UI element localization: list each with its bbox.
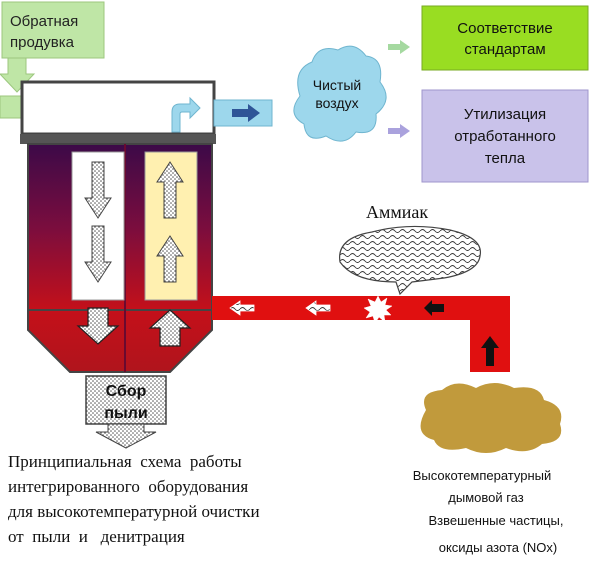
clean-air-cloud bbox=[293, 45, 387, 142]
backwash-label-line2: продувка bbox=[10, 34, 75, 51]
backwash-label-box: Обратная продувка bbox=[1, 1, 105, 59]
duct-left-arrow-3-icon bbox=[229, 300, 255, 316]
diagram-caption: Принципиальная схема работы интегрирован… bbox=[8, 452, 260, 546]
standards-line2: стандартам bbox=[464, 41, 545, 58]
caption-line3: для высокотемпературной очистки bbox=[8, 502, 260, 521]
lower-up-arrow-icon bbox=[148, 309, 192, 347]
flue-gas-cloud bbox=[420, 383, 562, 453]
flue-gas-line3: Взвешенные частицы, bbox=[429, 513, 564, 528]
dust-collection-line2: пыли bbox=[104, 405, 147, 422]
flue-gas-duct bbox=[212, 296, 510, 372]
caption-line2: интегрированного оборудования bbox=[8, 477, 248, 496]
heat-recovery-line2: отработанного bbox=[454, 128, 556, 145]
dust-collection-box: Сбор пыли bbox=[85, 375, 167, 425]
clean-air-line2: воздух bbox=[315, 95, 358, 111]
left-down-arrow-2-icon bbox=[84, 225, 112, 283]
duct-up-arrow-icon bbox=[481, 336, 499, 366]
to-standards-arrow-icon bbox=[388, 40, 410, 54]
standards-box: Соответствие стандартам bbox=[421, 5, 589, 71]
backwash-label-line1: Обратная bbox=[10, 13, 78, 30]
heat-recovery-line3: тепла bbox=[485, 150, 526, 167]
outlet-turn-arrow-icon bbox=[171, 96, 201, 133]
heat-recovery-line1: Утилизация bbox=[464, 106, 546, 123]
outlet-pipe-arrow-icon bbox=[232, 104, 260, 122]
dust-collection-line1: Сбор bbox=[106, 383, 147, 400]
ammonia-injection-icon bbox=[363, 295, 393, 324]
duct-left-arrow-1-icon bbox=[424, 300, 444, 316]
ammonia-cloud bbox=[339, 225, 482, 296]
to-heat-recovery-arrow-icon bbox=[388, 124, 410, 138]
left-down-arrow-1-icon bbox=[84, 161, 112, 219]
lower-down-arrow-icon bbox=[76, 307, 120, 345]
caption-line1: Принципиальная схема работы bbox=[8, 452, 242, 471]
dust-collection-down-arrow-icon bbox=[95, 423, 157, 449]
clean-air-line1: Чистый bbox=[313, 77, 361, 93]
right-up-arrow-1-icon bbox=[156, 161, 184, 219]
flue-gas-line4: оксиды азота (NOx) bbox=[439, 540, 558, 555]
ammonia-label: Аммиак bbox=[366, 202, 428, 222]
outlet-pipe bbox=[213, 99, 273, 127]
right-up-arrow-2-icon bbox=[156, 235, 184, 283]
flue-gas-line1: Высокотемпературный bbox=[413, 468, 552, 483]
flue-gas-line2: дымовой газ bbox=[448, 490, 524, 505]
duct-left-arrow-2-icon bbox=[305, 300, 331, 316]
caption-line4: от пыли и денитрация bbox=[8, 527, 185, 546]
heat-recovery-box: Утилизация отработанного тепла bbox=[421, 89, 589, 183]
standards-line1: Соответствие bbox=[457, 20, 552, 37]
